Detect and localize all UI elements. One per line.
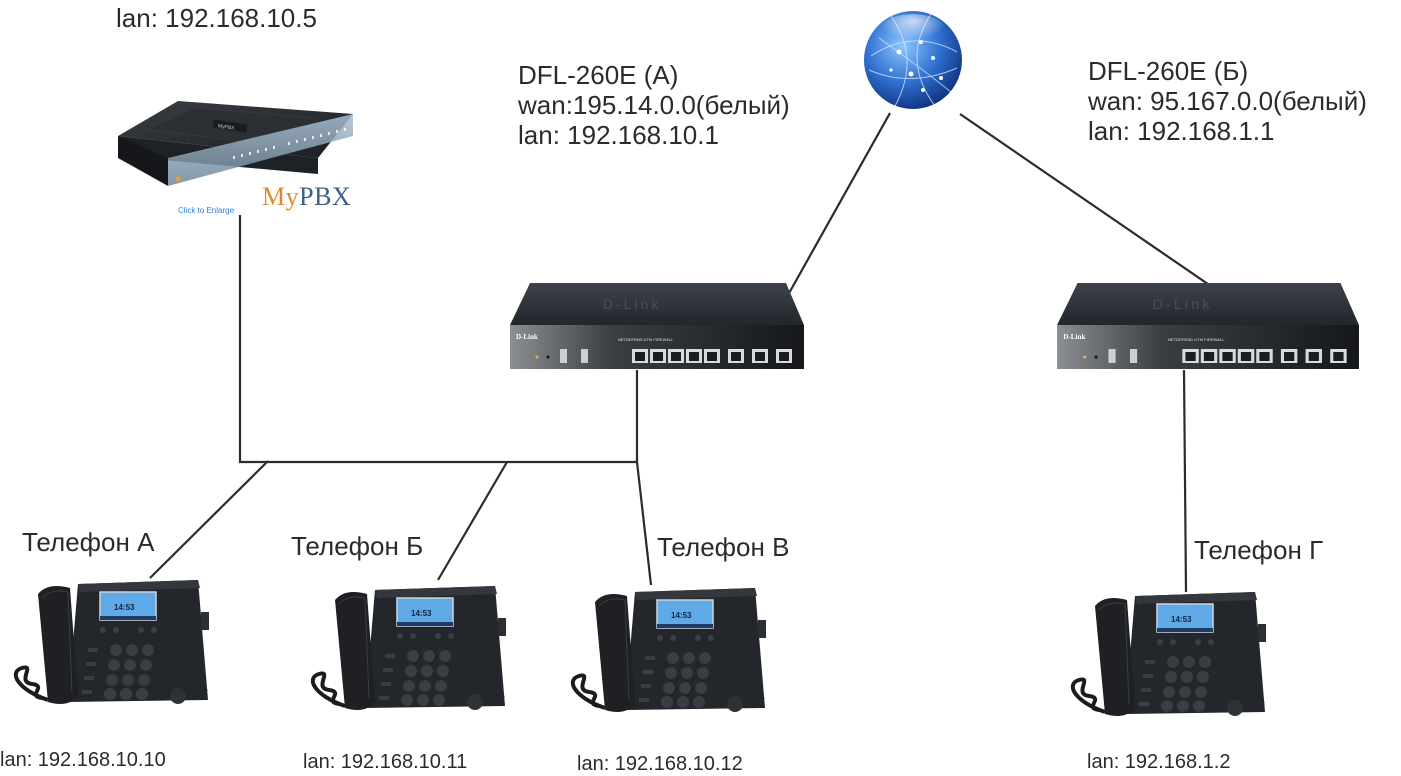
brand-pbx: PBX bbox=[299, 182, 352, 211]
brand-my: My bbox=[262, 182, 300, 211]
desk-phone-icon: 14:53 bbox=[1070, 590, 1268, 718]
wire-pbx-to-bus bbox=[238, 215, 638, 464]
mypbx-device[interactable]: MyPBX Click to Enlarge MyPBX bbox=[108, 96, 358, 216]
pbx-lan-label: lan: 192.168.10.5 bbox=[116, 3, 317, 33]
phone-g-lan: lan: 192.168.1.2 bbox=[1087, 751, 1231, 773]
firewall-a-wan: wan:195.14.0.0(белый) bbox=[518, 90, 790, 120]
firewall-a-brand: D-Link bbox=[516, 333, 538, 341]
pbx-box-icon: MyPBX bbox=[118, 101, 353, 186]
firewall-b-tagline: NETDEFEND UTM FIREWALL bbox=[1168, 337, 1225, 342]
phone-b-name: Телефон Б bbox=[291, 531, 424, 561]
phone-b-lan: lan: 192.168.10.11 bbox=[303, 751, 468, 773]
desk-phone-icon: 14:53 bbox=[570, 586, 768, 714]
phone-g-name: Телефон Г bbox=[1194, 535, 1324, 565]
svg-text:D-Link: D-Link bbox=[603, 296, 661, 312]
firewall-a-labels: DFL-260E (A) wan:195.14.0.0(белый) lan: … bbox=[518, 60, 790, 150]
firewall-b-lan: lan: 192.168.1.1 bbox=[1088, 116, 1275, 146]
router-icon: D-Link D-Link NETDEFEND UTM FIREWALL bbox=[1057, 283, 1359, 369]
wire-phone-b bbox=[437, 461, 508, 581]
router-icon: D-Link D-Link NETDEFEND UTM FIREWALL bbox=[510, 283, 804, 369]
pbx-top-label: MyPBX bbox=[217, 123, 235, 131]
phone-v-name: Телефон В bbox=[657, 532, 790, 562]
desk-phone-icon: 14:53 bbox=[310, 584, 508, 712]
wire-firewall-b-to-phone-g bbox=[1182, 369, 1188, 593]
firewall-a-device[interactable]: D-Link D-Link NETDEFEND UTM FIREWALL bbox=[508, 277, 805, 372]
phone-b-screen-time: 14:53 bbox=[411, 609, 432, 618]
wire-internet-to-firewall-a bbox=[787, 112, 891, 296]
firewall-a-lan: lan: 192.168.10.1 bbox=[518, 120, 719, 150]
firewall-b-labels: DFL-260E (Б) wan: 95.167.0.0(белый) lan:… bbox=[1088, 56, 1367, 146]
wire-phone-v bbox=[635, 461, 653, 586]
globe-icon bbox=[864, 11, 962, 109]
firewall-b-device[interactable]: D-Link D-Link NETDEFEND UTM FIREWALL bbox=[1055, 277, 1360, 372]
firewall-b-brand: D-Link bbox=[1063, 333, 1085, 341]
internet-globe[interactable] bbox=[861, 8, 965, 112]
desk-phone-icon: 14:53 bbox=[13, 578, 212, 706]
mypbx-brand-logo: MyPBX bbox=[262, 182, 351, 212]
click-to-enlarge-link[interactable]: Click to Enlarge bbox=[178, 206, 235, 215]
phone-a-device[interactable]: 14:53 bbox=[8, 572, 218, 712]
phone-g-screen-time: 14:53 bbox=[1171, 615, 1192, 624]
phone-b-device[interactable]: 14:53 bbox=[305, 578, 515, 718]
firewall-b-name: DFL-260E (Б) bbox=[1088, 56, 1249, 86]
phone-a-name: Телефон А bbox=[22, 527, 155, 557]
phone-v-device[interactable]: 14:53 bbox=[565, 580, 775, 720]
phone-a-screen-time: 14:53 bbox=[114, 603, 135, 612]
firewall-b-wan: wan: 95.167.0.0(белый) bbox=[1088, 86, 1367, 116]
phone-g-device[interactable]: 14:53 bbox=[1065, 584, 1275, 724]
firewall-a-tagline: NETDEFEND UTM FIREWALL bbox=[618, 337, 674, 342]
phone-v-lan: lan: 192.168.10.12 bbox=[577, 753, 743, 775]
wire-phone-a bbox=[149, 460, 269, 579]
firewall-a-name: DFL-260E (A) bbox=[518, 60, 679, 90]
phone-v-screen-time: 14:53 bbox=[671, 611, 692, 620]
svg-text:D-Link: D-Link bbox=[1153, 297, 1213, 313]
phone-a-lan: lan: 192.168.10.10 bbox=[0, 749, 166, 771]
